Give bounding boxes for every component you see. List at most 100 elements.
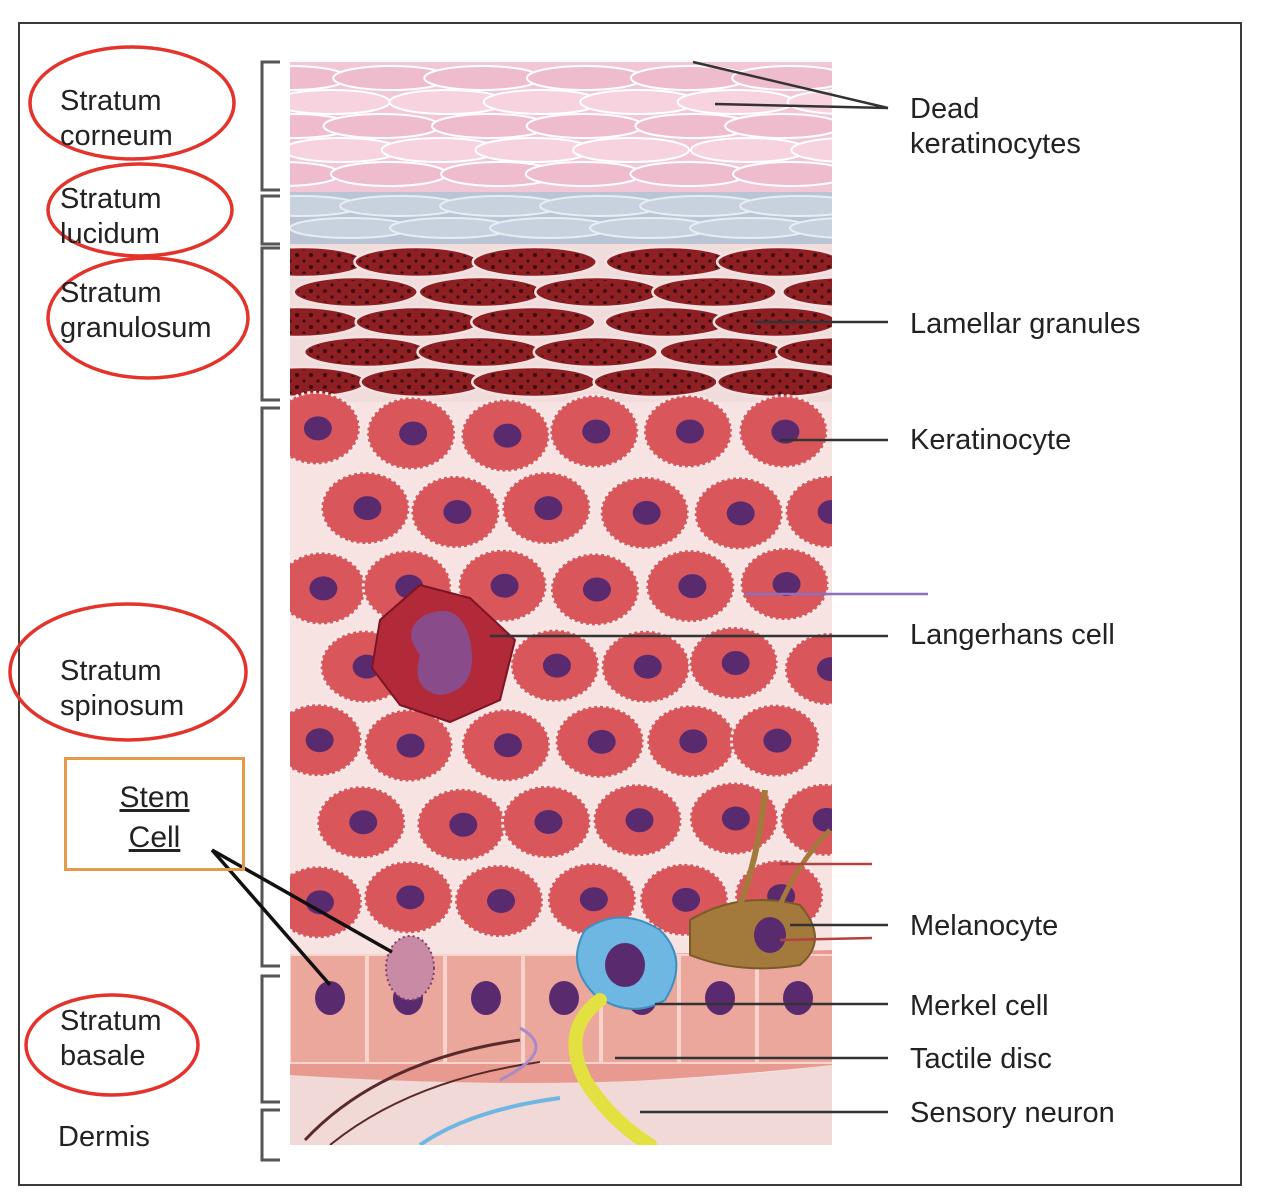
label-line: Dead: [910, 93, 980, 125]
basal-cell-nucleus: [783, 981, 813, 1015]
label-stratum-spinosum: Stratum spinosum: [60, 654, 184, 724]
keratinocyte-nucleus: [726, 501, 755, 526]
label-line: spinosum: [60, 690, 185, 722]
label-tactile-disc: Tactile disc: [910, 1043, 1052, 1075]
keratinocyte-nucleus: [353, 496, 382, 521]
dead-keratinocyte: [290, 65, 349, 91]
merkel-cell-nucleus: [605, 943, 645, 987]
lamellar-granule-cluster: [663, 340, 780, 364]
keratinocyte-nucleus: [542, 653, 571, 678]
dead-keratinocyte: [689, 137, 808, 163]
lamellar-granule-cluster: [656, 280, 773, 304]
stratum-spinosum-tissue: [290, 390, 832, 962]
lamellar-granule-cluster: [786, 280, 832, 304]
keratinocyte-nucleus: [493, 423, 522, 448]
lamellar-granule-cluster: [721, 370, 832, 394]
keratinocyte-nucleus: [449, 812, 478, 837]
keratinocyte-nucleus: [490, 573, 519, 598]
stem-cell-label: Stem Cell: [64, 778, 245, 858]
keratinocyte-nucleus: [582, 577, 611, 602]
keratinocyte-nucleus: [679, 729, 708, 754]
lamellar-granule-cluster: [539, 280, 656, 304]
keratinocyte-cell: [783, 631, 832, 707]
keratinocyte-nucleus: [632, 500, 661, 525]
keratinocyte-nucleus: [443, 499, 472, 524]
stratum-lucidum-tissue: [290, 192, 832, 244]
keratinocyte-nucleus: [534, 809, 563, 834]
lamellar-granule-cluster: [290, 250, 361, 274]
keratinocyte-nucleus: [487, 888, 516, 913]
label-melanocyte: Melanocyte: [910, 910, 1059, 942]
lamellar-granule-cluster: [422, 280, 539, 304]
keratinocyte-nucleus: [625, 808, 654, 833]
keratinocyte-cell: [784, 474, 832, 550]
layer-bracket: [260, 406, 280, 968]
lamellar-granule-cluster: [537, 340, 654, 364]
lamellar-granule-cluster: [475, 310, 592, 334]
keratinocyte-nucleus: [579, 887, 608, 912]
label-line: granulosum: [60, 312, 212, 344]
label-line: corneum: [60, 120, 173, 152]
leader-line: [714, 102, 889, 110]
label-line: Cell: [128, 821, 181, 854]
keratinocyte-nucleus: [816, 657, 832, 682]
layer-bracket: [260, 1108, 280, 1162]
label-lamellar-granules: Lamellar granules: [910, 308, 1141, 340]
layer-bracket: [260, 974, 280, 1104]
dermis-nerve-fiber: [418, 1096, 561, 1145]
lamellar-granule-cluster: [364, 370, 481, 394]
label-stratum-basale: Stratum basale: [60, 1004, 162, 1074]
basal-cell-nucleus: [549, 981, 579, 1015]
label-line: Stratum: [60, 85, 162, 117]
special-cells: [370, 583, 832, 1145]
keratinocyte-nucleus: [812, 807, 832, 832]
keratinocyte-nucleus: [309, 576, 338, 601]
label-stratum-corneum: Stratum corneum: [60, 84, 173, 154]
label-merkel-cell: Merkel cell: [910, 990, 1049, 1022]
lucidum-cell: [739, 195, 832, 217]
keratinocyte-nucleus: [772, 572, 801, 597]
dead-keratinocyte: [423, 65, 542, 91]
label-line: Stratum: [60, 655, 162, 687]
dead-keratinocyte: [290, 89, 391, 115]
keratinocyte-nucleus: [396, 733, 425, 758]
annotation-circle: [46, 162, 234, 258]
dead-keratinocyte: [724, 113, 832, 139]
basal-cell-nucleus: [315, 981, 345, 1015]
dermis-tissue: [290, 1026, 832, 1145]
label-dermis: Dermis: [58, 1121, 150, 1153]
keratinocyte-nucleus: [721, 806, 750, 831]
tactile-disc: [568, 993, 657, 1145]
annotation-circle: [28, 45, 236, 161]
keratinocyte-nucleus: [305, 728, 334, 753]
lamellar-granule-cluster: [297, 280, 414, 304]
lamellar-granule-cluster: [290, 310, 356, 334]
leader-line: [779, 936, 873, 942]
lucidum-cell: [789, 217, 832, 239]
label-dead-keratinocytes: Dead keratinocytes: [910, 92, 1081, 162]
lamellar-granule-cluster: [476, 250, 593, 274]
layer-bracket: [260, 194, 280, 246]
dead-keratinocyte: [629, 161, 748, 187]
lamellar-granule-cluster: [597, 370, 714, 394]
dead-keratinocyte: [676, 89, 795, 115]
keratinocyte-cell: [779, 782, 832, 858]
label-line: basale: [60, 1040, 146, 1072]
dead-keratinocyte: [790, 137, 832, 163]
dead-keratinocyte: [732, 161, 832, 187]
dermis-fiber: [499, 1026, 538, 1082]
label-line: lucidum: [60, 218, 160, 250]
dead-keratinocyte: [524, 161, 643, 187]
dermis-band: [290, 1065, 832, 1145]
layer-bracket: [260, 246, 280, 402]
keratinocyte-nucleus: [763, 728, 792, 753]
keratinocyte-nucleus: [493, 733, 522, 758]
label-line: Stratum: [60, 183, 162, 215]
lamellar-granule-cluster: [476, 370, 593, 394]
annotation-circles: [8, 45, 250, 1097]
lamellar-granule-cluster: [308, 340, 425, 364]
melanocyte-dendrite: [737, 789, 768, 907]
dead-keratinocyte: [786, 89, 832, 115]
keratinocyte-nucleus: [672, 887, 701, 912]
